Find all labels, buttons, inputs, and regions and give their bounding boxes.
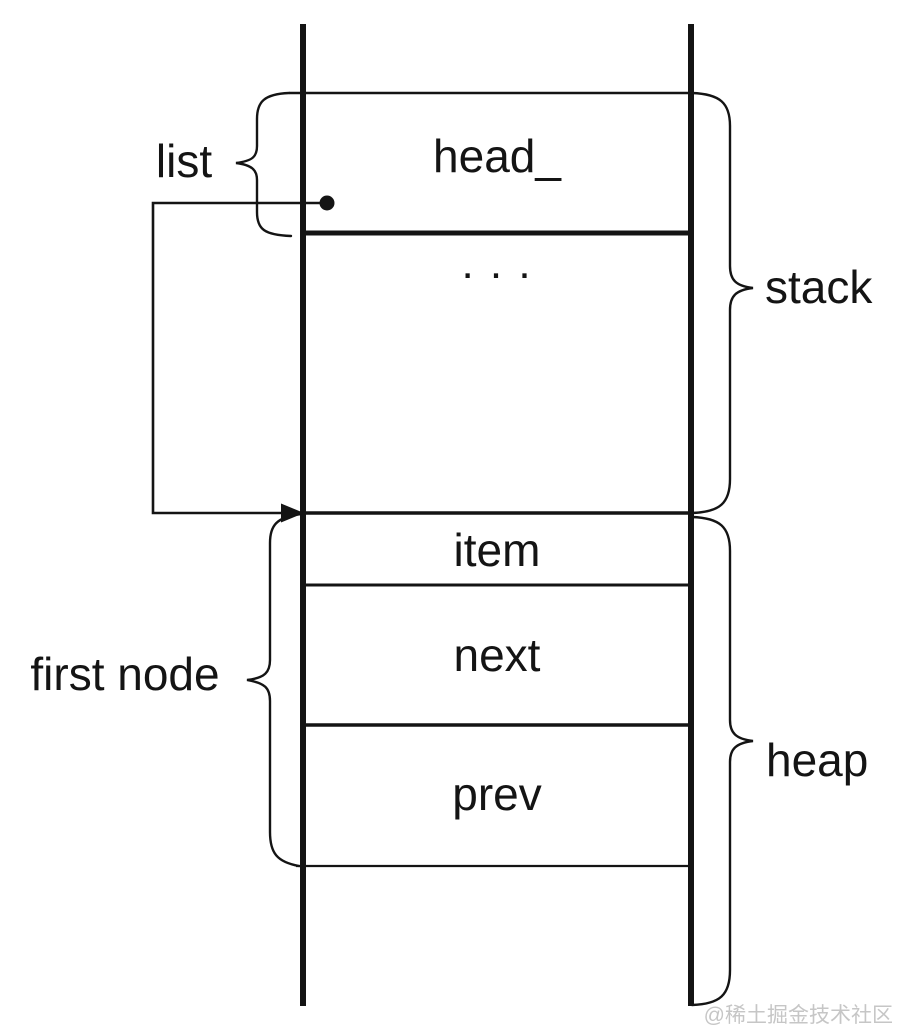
ellipsis-cell-label: . . .	[461, 239, 532, 288]
pointer-arrowhead	[281, 503, 304, 523]
heap-label: heap	[766, 734, 868, 786]
prev-cell-label: prev	[452, 768, 541, 820]
pointer-arrow-line	[151, 201, 327, 515]
item-cell-label: item	[454, 524, 541, 576]
next-cell-label: next	[454, 629, 541, 681]
first-node-label: first node	[30, 648, 219, 700]
list-label: list	[156, 135, 212, 187]
watermark: @稀土掘金技术社区	[704, 1004, 893, 1027]
head-cell-label: head_	[433, 130, 562, 182]
stack-brace	[690, 91, 754, 515]
list-brace	[235, 91, 293, 238]
stack-label: stack	[765, 261, 873, 313]
first-node-brace	[246, 512, 303, 868]
heap-brace	[690, 515, 754, 1007]
